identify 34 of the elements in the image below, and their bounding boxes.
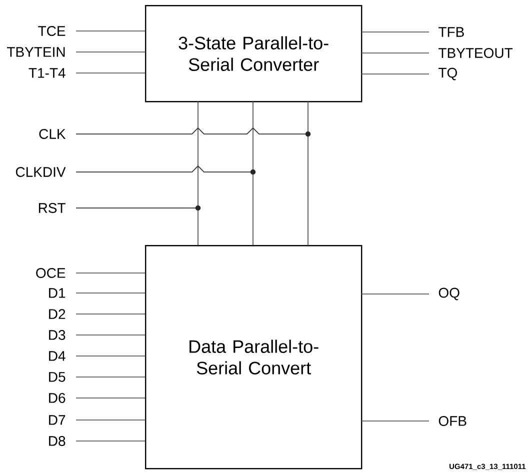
signal-label: TFB bbox=[438, 27, 464, 37]
signal-label: D2 bbox=[49, 309, 66, 319]
signal-label: OCE bbox=[36, 268, 66, 278]
signal-label: T1-T4 bbox=[28, 68, 66, 78]
signal-label: D8 bbox=[49, 436, 66, 446]
signal-label: OFB bbox=[438, 416, 466, 426]
signal-line bbox=[76, 165, 254, 246]
signal-label: D3 bbox=[49, 330, 66, 340]
signal-line bbox=[360, 420, 430, 422]
signal-label: TBYTEIN bbox=[7, 47, 65, 57]
signal-label: D7 bbox=[49, 415, 66, 425]
signal-line bbox=[76, 272, 146, 274]
signal-label: D5 bbox=[49, 372, 66, 382]
signal-label: CLKDIV bbox=[16, 167, 66, 177]
converter-box: Data Parallel-to-Serial Convert bbox=[145, 245, 362, 470]
signal-label: TBYTEOUT bbox=[438, 48, 513, 58]
converter-box: 3-State Parallel-to-Serial Converter bbox=[145, 5, 362, 102]
signal-label: TCE bbox=[38, 26, 66, 36]
signal-line bbox=[76, 292, 146, 294]
signal-label: TQ bbox=[438, 68, 457, 80]
signal-label: D1 bbox=[49, 288, 66, 298]
signal-line bbox=[76, 334, 146, 336]
signal-line bbox=[76, 127, 308, 246]
signal-line bbox=[76, 440, 146, 442]
signal-label: RST bbox=[38, 203, 66, 213]
signal-line bbox=[76, 30, 146, 32]
signal-line bbox=[76, 376, 146, 378]
signal-line bbox=[360, 52, 430, 54]
signal-label: D4 bbox=[49, 351, 66, 361]
signal-label: CLK bbox=[39, 129, 66, 139]
signal-line bbox=[76, 72, 146, 74]
signal-label: D6 bbox=[49, 393, 66, 403]
signal-label: OQ bbox=[438, 288, 460, 300]
signal-line bbox=[76, 208, 198, 246]
